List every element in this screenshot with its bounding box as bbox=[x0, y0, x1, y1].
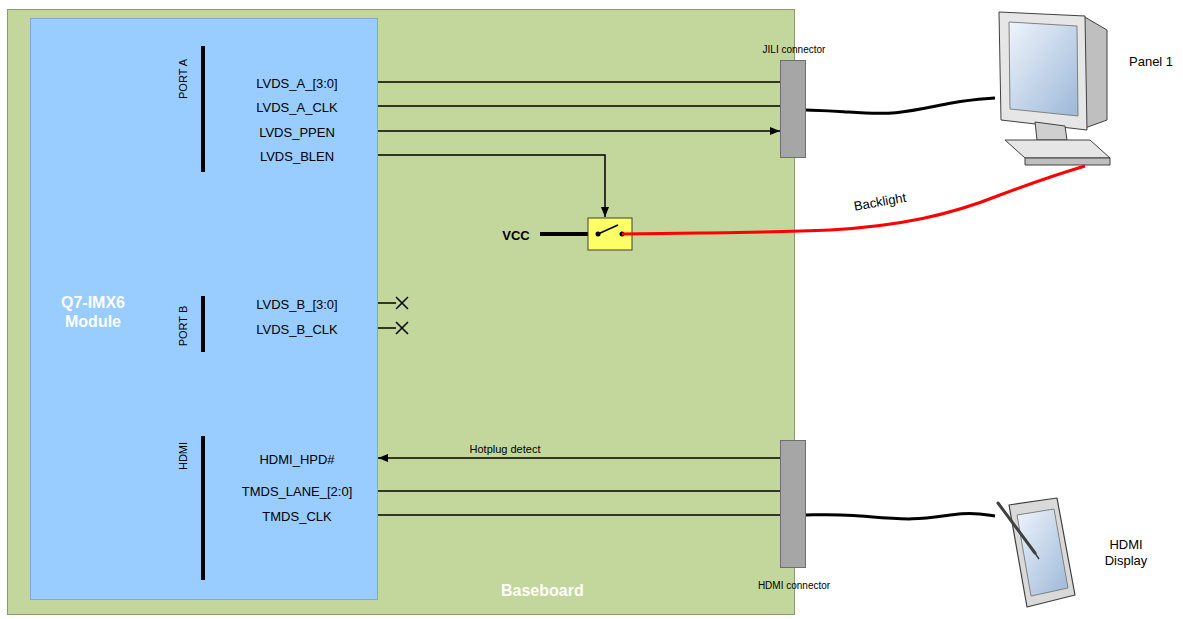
node-label: HDMI Display bbox=[1091, 537, 1161, 568]
signal-line bbox=[378, 490, 780, 492]
signal-name: LVDS_B_CLK bbox=[256, 322, 337, 338]
port-name: HDMI bbox=[177, 442, 190, 470]
power-name: VCC bbox=[502, 228, 529, 244]
backlight-wire bbox=[622, 166, 1085, 234]
port-bar bbox=[201, 46, 205, 172]
node-label: HDMI connector bbox=[758, 580, 830, 592]
port-name: PORT B bbox=[177, 306, 190, 347]
node-label: Q7-IMX6 Module bbox=[48, 293, 138, 331]
node-label: JILI connector bbox=[763, 44, 826, 56]
unconnected-stub bbox=[378, 327, 396, 329]
switch-contact bbox=[620, 232, 625, 237]
signal-name: TMDS_CLK bbox=[262, 509, 331, 525]
enable-wire bbox=[378, 155, 605, 217]
signal-name: LVDS_BLEN bbox=[260, 149, 334, 165]
port-bar bbox=[201, 296, 205, 352]
signal-line bbox=[378, 514, 780, 516]
baseboard: BaseboardQ7-IMX6 ModuleJILI connectorHDM… bbox=[7, 9, 795, 615]
hdmi-display: HDMI Display bbox=[995, 495, 1175, 615]
unconnected-stub bbox=[378, 302, 396, 304]
signal-line bbox=[378, 81, 780, 83]
signal-name: HDMI_HPD# bbox=[259, 452, 334, 468]
connector: HDMI connector bbox=[780, 440, 806, 568]
switch-lever bbox=[598, 225, 618, 234]
node-label: Panel 1 bbox=[1129, 54, 1173, 70]
signal-name: LVDS_A_[3:0] bbox=[256, 76, 337, 92]
display-panel: Panel 1 bbox=[995, 8, 1175, 168]
edge-group bbox=[378, 82, 995, 519]
port-bar bbox=[201, 436, 205, 580]
port-name: PORT A bbox=[177, 59, 190, 99]
signal-name: LVDS_B_[3:0] bbox=[256, 297, 337, 313]
switch-symbol bbox=[588, 218, 632, 250]
wire-name: Backlight bbox=[853, 190, 908, 215]
signal-line bbox=[378, 457, 780, 459]
signal-line bbox=[378, 130, 780, 132]
signal-name: TMDS_LANE_[2:0] bbox=[242, 484, 353, 500]
no-connect-mark bbox=[396, 297, 408, 309]
edge-label: Hotplug detect bbox=[470, 443, 541, 456]
no-connect-mark bbox=[396, 322, 408, 334]
connector: JILI connector bbox=[780, 60, 806, 158]
tablet-icon bbox=[995, 495, 1085, 615]
monitor-icon bbox=[995, 8, 1115, 173]
cable bbox=[806, 513, 995, 519]
signal-name: LVDS_A_CLK bbox=[256, 100, 337, 116]
power-wire bbox=[540, 232, 598, 236]
signal-line bbox=[378, 105, 780, 107]
signal-name: LVDS_PPEN bbox=[259, 125, 335, 141]
cable bbox=[806, 98, 995, 113]
node-label: Baseboard bbox=[501, 581, 584, 600]
switch-contact bbox=[596, 232, 601, 237]
